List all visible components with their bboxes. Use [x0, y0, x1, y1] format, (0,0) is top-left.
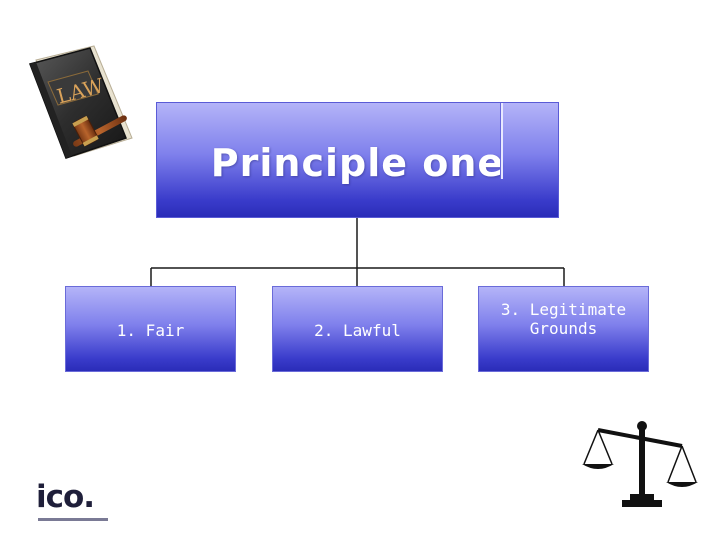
ico-logo-text: ico.: [36, 479, 95, 515]
ico-logo-tagline: [38, 518, 108, 521]
law-book-gavel-icon: LAW: [29, 45, 133, 159]
text-cursor-mark: [500, 103, 503, 179]
ico-logo: ico.: [36, 479, 110, 529]
fair-box: 1. Fair: [65, 286, 236, 372]
principle-one-box: Principle one: [156, 102, 559, 218]
principle-one-label: Principle one: [210, 141, 505, 185]
legitimate-grounds-label: 3. Legitimate Grounds: [500, 300, 627, 338]
legitimate-grounds-box: 3. Legitimate Grounds: [478, 286, 649, 372]
lawful-box: 2. Lawful: [272, 286, 443, 372]
lawful-label: 2. Lawful: [314, 320, 401, 340]
fair-label: 1. Fair: [116, 320, 185, 340]
scales-of-justice-icon: [582, 421, 698, 507]
